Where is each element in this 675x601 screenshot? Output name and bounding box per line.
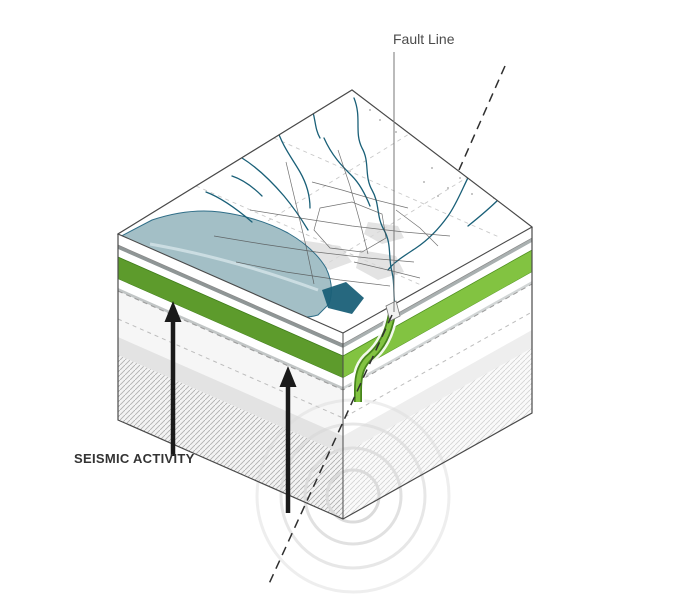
thick-white-layer-right bbox=[343, 284, 532, 436]
arrowhead-left bbox=[164, 301, 182, 322]
fault-dashed-line bbox=[267, 65, 506, 587]
map-river-delta bbox=[322, 282, 364, 314]
fault-line-label: Fault Line bbox=[393, 31, 455, 47]
fault-curve bbox=[351, 312, 399, 402]
map-bay-sandbar bbox=[149, 242, 319, 292]
map-slab-edge-left bbox=[118, 234, 343, 344]
hatched-layer-right bbox=[343, 348, 532, 519]
white-layer-right-2 bbox=[343, 272, 532, 387]
seismic-arrow-right bbox=[279, 366, 297, 513]
seismic-waves-arcs bbox=[255, 398, 451, 594]
arrowhead-right bbox=[279, 366, 297, 387]
white-layer-left-1 bbox=[118, 249, 343, 356]
thin-gray-layer-right bbox=[343, 281, 532, 390]
map-roads bbox=[213, 149, 451, 287]
gray-band-layer-right bbox=[343, 330, 532, 454]
seismic-arrow-left bbox=[164, 301, 182, 456]
seismic-activity-label: SEISMIC ACTIVITY bbox=[74, 451, 195, 466]
map-outline bbox=[116, 89, 533, 334]
gray-strip-layer-left bbox=[118, 245, 343, 348]
fault-gap-marker bbox=[385, 300, 401, 322]
map-top-face bbox=[118, 90, 532, 333]
